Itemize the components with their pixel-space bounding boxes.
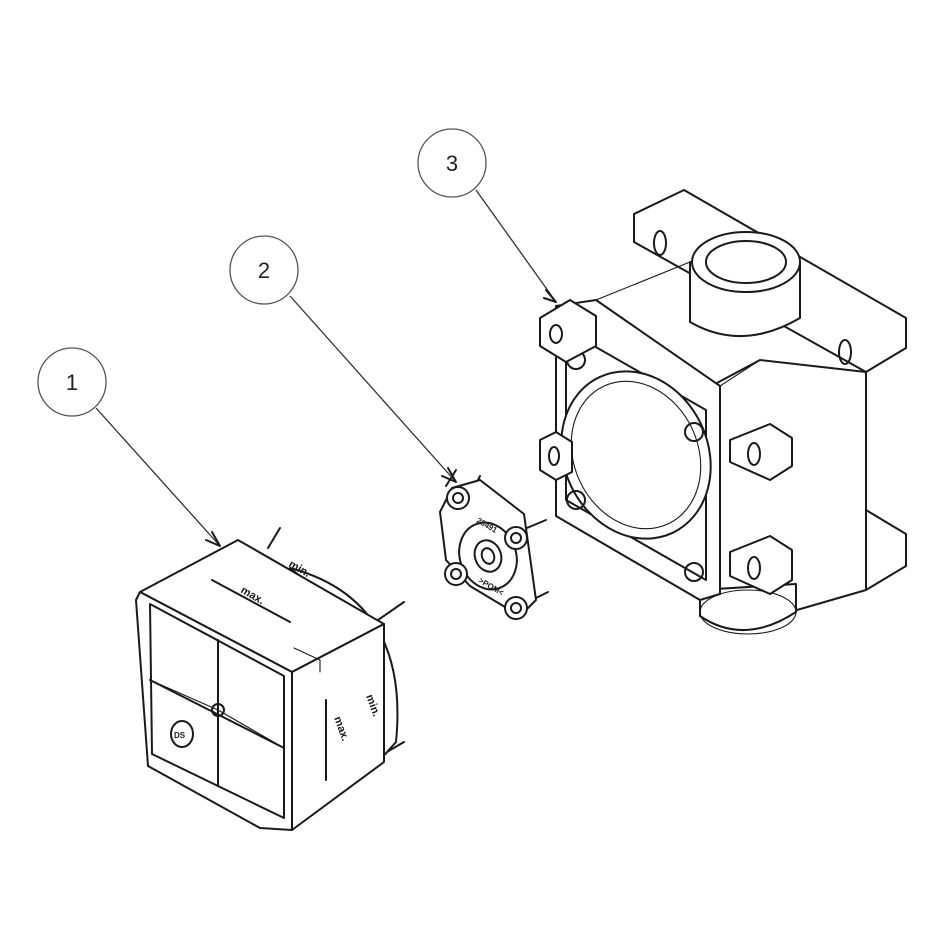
callout-circle-1: [37, 347, 107, 417]
callout-label-1: 1: [66, 370, 78, 395]
callout-label-3: 3: [446, 151, 458, 176]
callout-circle-3: [417, 128, 487, 198]
callout-label-2: 2: [258, 258, 270, 283]
part-3-housing: [539, 189, 907, 635]
callout-3: 3: [417, 128, 557, 303]
box-screw-label: DS: [174, 731, 186, 740]
part-2-flange-plate: 28491 >POM<: [439, 469, 549, 620]
part-1-plaster-guard: DS max. min. max. min.: [135, 527, 405, 831]
callout-2: 2: [229, 235, 457, 483]
callout-1: 1: [37, 347, 221, 547]
callout-circle-2: [229, 235, 299, 305]
